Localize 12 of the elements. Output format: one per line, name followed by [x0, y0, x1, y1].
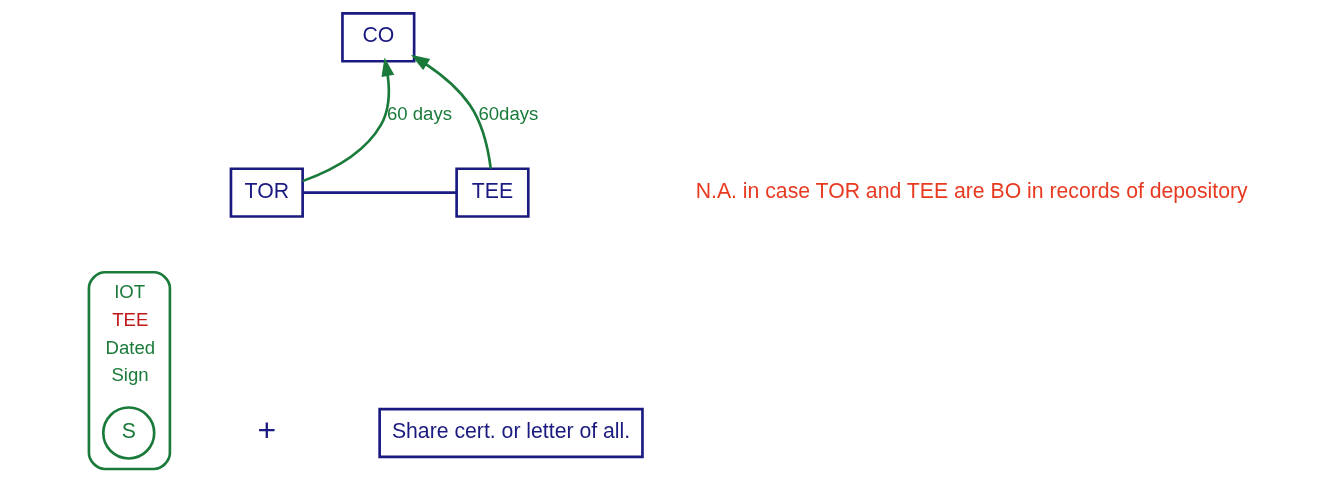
edge-label: 60 days: [386, 102, 452, 124]
node-circle: S: [101, 406, 156, 460]
label: +: [257, 412, 276, 449]
label: N.A. in case TOR and TEE are BO in records of depository: [695, 178, 1248, 202]
node-box: Share cert. or letter of all.: [377, 407, 644, 459]
connector: [302, 191, 457, 194]
arrow: [410, 54, 492, 169]
node-box: CO: [340, 12, 415, 63]
node-box: TOR: [229, 167, 304, 218]
edge-label: 60days: [477, 102, 538, 124]
node-box: TEE: [454, 167, 530, 218]
arrow: [301, 57, 394, 183]
